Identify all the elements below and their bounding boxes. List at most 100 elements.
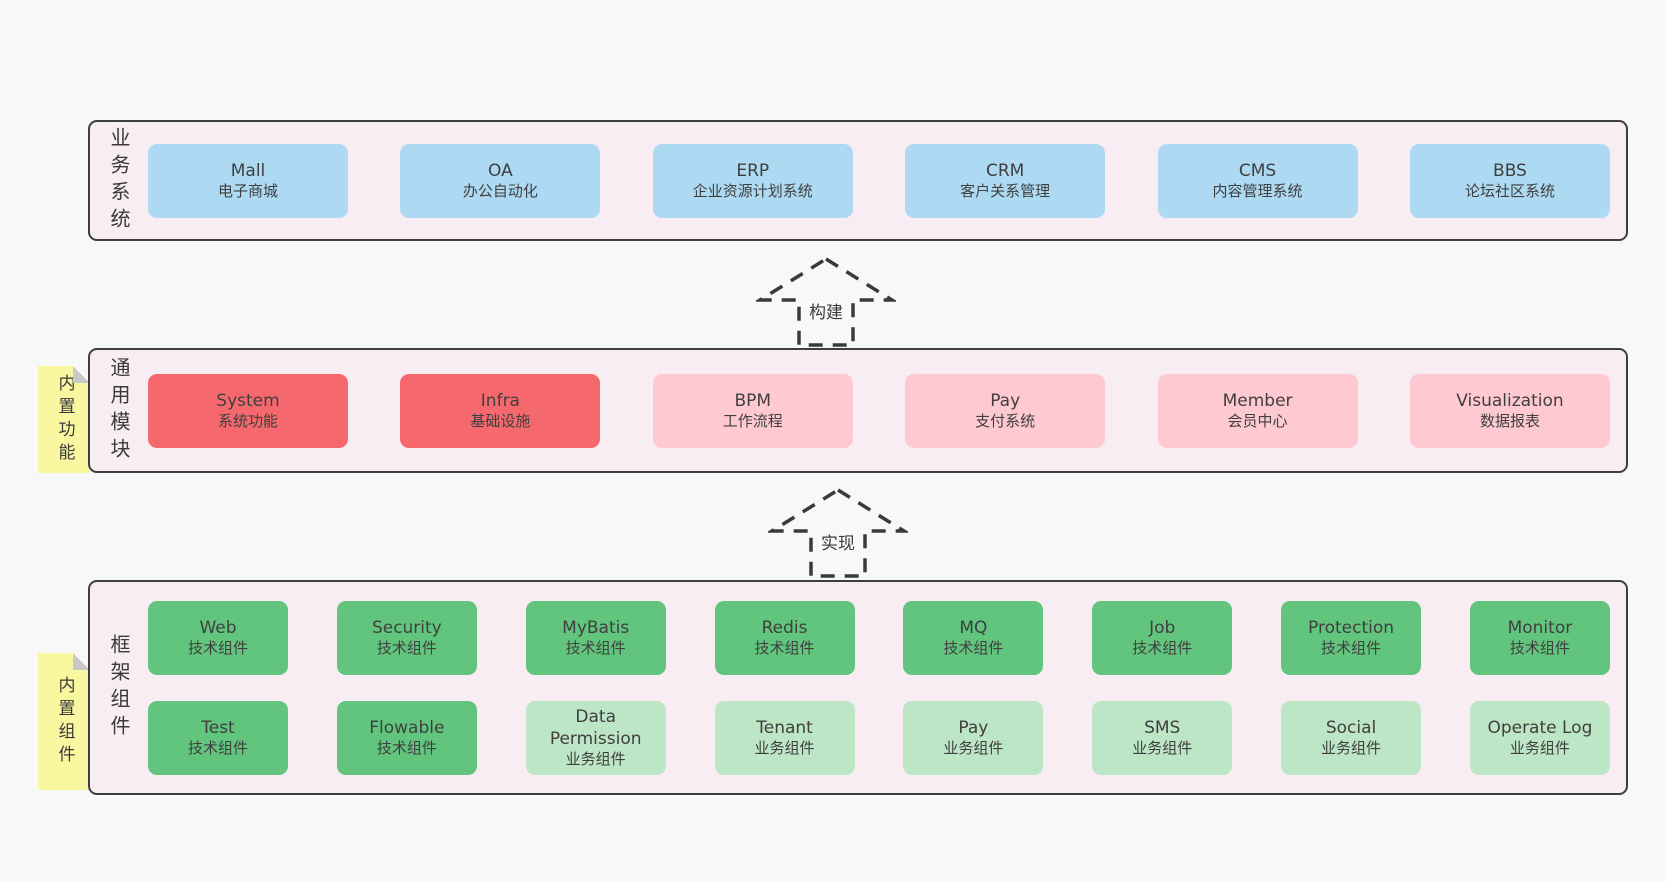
box-desc: 基础设施 xyxy=(470,411,531,430)
arrow-build-label: 构建 xyxy=(806,298,846,323)
box-name: Redis xyxy=(761,617,808,638)
box-name: Pay xyxy=(990,390,1021,411)
arrow-build: 构建 xyxy=(756,256,896,348)
box-name: Security xyxy=(371,617,442,638)
box-name: MQ xyxy=(959,617,988,638)
box-security: Security 技术组件 xyxy=(336,600,477,675)
box-operate-log: Operate Log 业务组件 xyxy=(1469,700,1610,775)
box-pay-component: Pay 业务组件 xyxy=(903,700,1044,775)
framework-panel-label: 框架组件 xyxy=(90,582,148,793)
sticky-note-builtin-functions: 内置功能 xyxy=(38,366,90,473)
box-desc: 技术组件 xyxy=(943,638,1004,657)
box-web: Web 技术组件 xyxy=(148,600,288,675)
box-mq: MQ 技术组件 xyxy=(903,600,1044,675)
box-tenant: Tenant 业务组件 xyxy=(714,700,855,775)
box-desc: 客户关系管理 xyxy=(960,181,1051,200)
sticky-text: 内置组件 xyxy=(54,675,75,768)
box-desc: 企业资源计划系统 xyxy=(692,181,813,200)
panel-common-modules: 通用模块 System 系统功能 Infra 基础设施 BPM 工作流程 Pay… xyxy=(88,348,1628,473)
box-job: Job 技术组件 xyxy=(1092,600,1233,675)
box-desc: 业务组件 xyxy=(1132,738,1193,757)
modules-panel-label: 通用模块 xyxy=(90,350,148,471)
box-name: CRM xyxy=(985,160,1025,181)
box-desc: 系统功能 xyxy=(217,411,278,430)
box-name: Monitor xyxy=(1507,617,1573,638)
modules-panel-label-text: 通用模块 xyxy=(107,356,131,465)
box-erp: ERP 企业资源计划系统 xyxy=(652,143,853,218)
box-name: Mall xyxy=(230,160,266,181)
box-test: Test 技术组件 xyxy=(148,700,288,775)
panel-framework-components: 框架组件 Web 技术组件 Security 技术组件 MyBatis 技术组件… xyxy=(88,580,1628,795)
box-protection: Protection 技术组件 xyxy=(1281,600,1422,675)
box-desc: 技术组件 xyxy=(754,638,815,657)
box-desc: 内容管理系统 xyxy=(1212,181,1303,200)
box-visualization: Visualization 数据报表 xyxy=(1409,373,1610,448)
box-system: System 系统功能 xyxy=(148,373,348,448)
box-name: Job xyxy=(1149,617,1176,638)
arrow-implement-label: 实现 xyxy=(818,529,858,554)
box-name: Social xyxy=(1325,717,1377,738)
box-name: BBS xyxy=(1493,160,1527,181)
box-crm: CRM 客户关系管理 xyxy=(905,143,1106,218)
box-desc: 技术组件 xyxy=(376,738,437,757)
modules-boxes-row: System 系统功能 Infra 基础设施 BPM 工作流程 Pay 支付系统… xyxy=(148,350,1626,471)
box-desc: 论坛社区系统 xyxy=(1464,181,1555,200)
box-name: Data Permission xyxy=(549,706,642,749)
box-pay-module: Pay 支付系统 xyxy=(905,373,1106,448)
framework-panel-label-text: 框架组件 xyxy=(107,633,131,742)
box-name: System xyxy=(216,390,280,411)
box-name: Web xyxy=(199,617,237,638)
box-name: Infra xyxy=(480,390,520,411)
box-name: Visualization xyxy=(1456,390,1564,411)
box-bpm: BPM 工作流程 xyxy=(652,373,853,448)
box-name: Tenant xyxy=(756,717,813,738)
box-redis: Redis 技术组件 xyxy=(714,600,855,675)
box-monitor: Monitor 技术组件 xyxy=(1469,600,1610,675)
box-desc: 技术组件 xyxy=(1509,638,1570,657)
business-boxes-row: Mall 电子商城 OA 办公自动化 ERP 企业资源计划系统 CRM 客户关系… xyxy=(148,122,1626,239)
box-desc: 数据报表 xyxy=(1479,411,1540,430)
up-arrow-icon xyxy=(768,487,908,578)
box-desc: 技术组件 xyxy=(187,738,248,757)
framework-boxes-grid: Web 技术组件 Security 技术组件 MyBatis 技术组件 Redi… xyxy=(148,582,1626,793)
business-panel-label-text: 业务系统 xyxy=(107,126,131,235)
box-desc: 业务组件 xyxy=(754,738,815,757)
box-desc: 业务组件 xyxy=(1509,738,1570,757)
box-sms: SMS 业务组件 xyxy=(1092,700,1233,775)
box-name: MyBatis xyxy=(562,617,630,638)
box-name: CMS xyxy=(1238,160,1277,181)
box-desc: 技术组件 xyxy=(565,638,626,657)
box-name: Protection xyxy=(1308,617,1395,638)
box-desc: 会员中心 xyxy=(1227,411,1288,430)
box-desc: 技术组件 xyxy=(1321,638,1382,657)
box-name: Member xyxy=(1222,390,1293,411)
panel-business-systems: 业务系统 Mall 电子商城 OA 办公自动化 ERP 企业资源计划系统 CRM… xyxy=(88,120,1628,241)
box-desc: 业务组件 xyxy=(1321,738,1382,757)
box-flowable: Flowable 技术组件 xyxy=(336,700,477,775)
box-mall: Mall 电子商城 xyxy=(148,143,348,218)
box-name: SMS xyxy=(1144,717,1181,738)
box-data-permission: Data Permission 业务组件 xyxy=(525,700,666,775)
box-name: Test xyxy=(201,717,235,738)
box-oa: OA 办公自动化 xyxy=(400,143,601,218)
box-desc: 技术组件 xyxy=(1132,638,1193,657)
box-desc: 业务组件 xyxy=(943,738,1004,757)
box-name: Flowable xyxy=(369,717,445,738)
framework-row-2: Test 技术组件 Flowable 技术组件 Data Permission … xyxy=(148,700,1610,775)
sticky-text: 内置功能 xyxy=(54,373,75,466)
box-social: Social 业务组件 xyxy=(1281,700,1422,775)
box-name: Operate Log xyxy=(1487,717,1593,738)
box-name: Pay xyxy=(958,717,989,738)
arrow-implement: 实现 xyxy=(768,487,908,579)
box-name: BPM xyxy=(734,390,772,411)
box-desc: 技术组件 xyxy=(187,638,248,657)
box-desc: 电子商城 xyxy=(217,181,278,200)
framework-row-1: Web 技术组件 Security 技术组件 MyBatis 技术组件 Redi… xyxy=(148,600,1610,675)
box-cms: CMS 内容管理系统 xyxy=(1157,143,1358,218)
box-name: ERP xyxy=(736,160,770,181)
box-desc: 业务组件 xyxy=(565,749,626,768)
box-desc: 办公自动化 xyxy=(462,181,538,200)
sticky-note-builtin-components: 内置组件 xyxy=(38,653,90,790)
box-desc: 技术组件 xyxy=(376,638,437,657)
